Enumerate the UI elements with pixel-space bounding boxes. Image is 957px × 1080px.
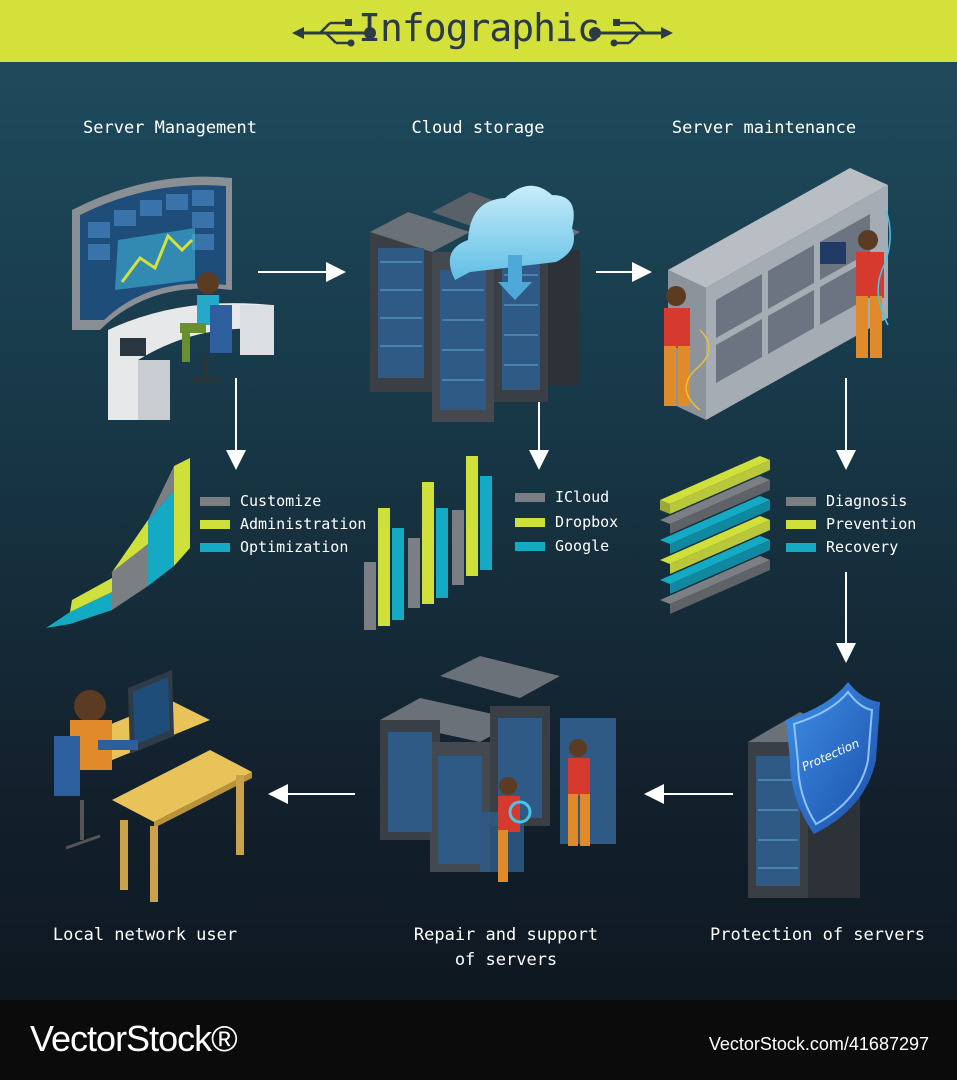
label-server-maintenance: Server maintenance bbox=[671, 118, 857, 138]
server-management-illustration bbox=[72, 176, 274, 420]
legend-swatch-cyan bbox=[515, 541, 545, 551]
flow-arrows bbox=[226, 262, 856, 804]
legend-swatch-cyan bbox=[786, 542, 816, 552]
legend-maintenance-diagnosis: Diagnosis bbox=[786, 492, 907, 510]
usb-left-icon bbox=[292, 19, 376, 47]
legend-cloud-google: Google bbox=[515, 537, 609, 555]
legend-swatch-yellow bbox=[515, 517, 545, 527]
label-repair-line-1: Repair and support bbox=[413, 925, 599, 945]
legend-cloud-icloud: ICloud bbox=[515, 488, 609, 506]
vectorstock-image-id: VectorStock.com/41687297 bbox=[708, 1034, 929, 1054]
legend-management-customize: Customize bbox=[200, 492, 321, 510]
legend-swatch-yellow bbox=[786, 519, 816, 529]
legend-maintenance-recovery: Recovery bbox=[786, 538, 898, 556]
legend-swatch-yellow bbox=[200, 519, 230, 529]
label-cloud-storage: Cloud storage bbox=[411, 118, 545, 138]
maintenance-bar-chart bbox=[660, 456, 770, 614]
local-network-user-illustration bbox=[54, 670, 252, 902]
cloud-icon bbox=[449, 185, 574, 280]
legend-management-administration: Administration bbox=[200, 515, 366, 533]
download-arrow-icon bbox=[498, 255, 532, 300]
legend-swatch-cyan bbox=[200, 542, 230, 552]
legend-maintenance-prevention: Prevention bbox=[786, 515, 916, 533]
title-banner bbox=[0, 0, 957, 62]
label-repair-line-2: of servers bbox=[454, 950, 558, 970]
illustration-layer bbox=[46, 168, 891, 902]
watermark-footer: VectorStock® VectorStock.com/41687297 bbox=[0, 1000, 957, 1080]
legend-cloud-dropbox: Dropbox bbox=[515, 513, 618, 531]
label-server-management: Server Management bbox=[83, 118, 257, 138]
legend-swatch-gray bbox=[200, 496, 230, 506]
label-local-network-user: Local network user bbox=[52, 925, 238, 945]
usb-right-icon bbox=[589, 19, 673, 47]
page-title: Infographic bbox=[358, 6, 600, 50]
legend-management-optimization: Optimization bbox=[200, 538, 348, 556]
cloud-storage-illustration bbox=[370, 185, 580, 422]
legend-swatch-gray bbox=[786, 496, 816, 506]
management-chart bbox=[46, 458, 190, 628]
server-maintenance-illustration bbox=[664, 168, 891, 420]
protection-illustration bbox=[748, 682, 880, 898]
cloud-bar-chart bbox=[364, 456, 492, 630]
shield-icon bbox=[786, 682, 880, 834]
label-protection: Protection of servers bbox=[710, 925, 925, 945]
vectorstock-logo: VectorStock® bbox=[30, 1018, 238, 1059]
repair-servers-illustration bbox=[380, 656, 616, 882]
legend-swatch-gray bbox=[515, 492, 545, 502]
